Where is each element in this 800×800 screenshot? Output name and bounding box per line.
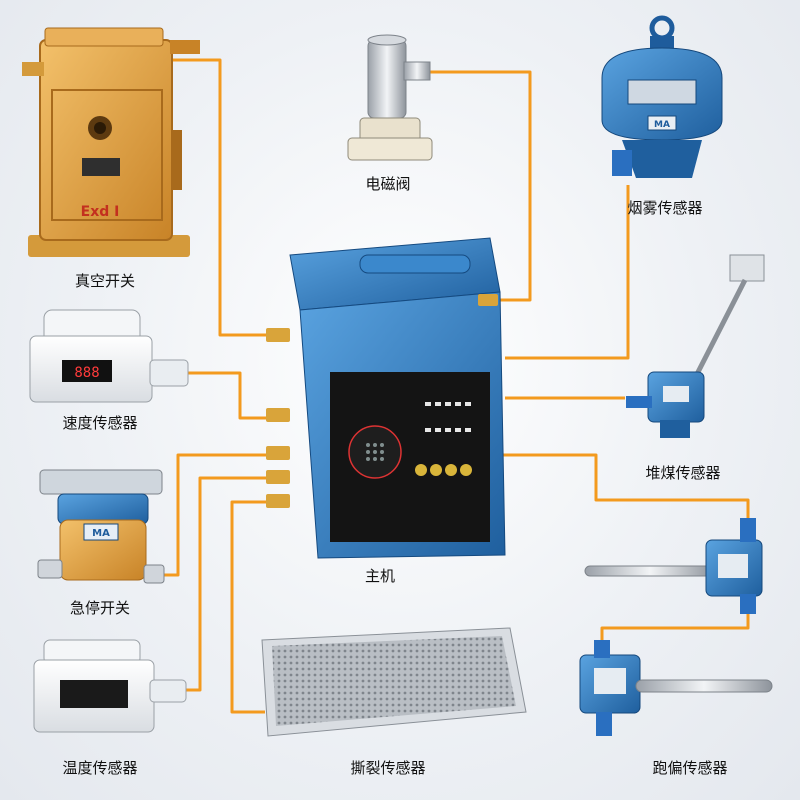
wire-dev2 (600, 612, 750, 645)
estop-ma-text: MA (92, 528, 110, 539)
deviation-sensor-1-device (584, 518, 763, 614)
wire-dev1 (500, 453, 750, 520)
coal-pile-sensor-device (626, 254, 765, 438)
temperature-sensor-device (33, 639, 187, 733)
label-solenoid-valve: 电磁阀 (365, 175, 411, 193)
wire-temp (185, 476, 280, 692)
speed-display-text: 888 (74, 365, 99, 381)
wire-valve (430, 70, 532, 302)
label-emergency-stop: 急停开关 (69, 599, 131, 617)
vacuum-switch-device: Exd I (22, 27, 200, 257)
speed-sensor-device: 888 (29, 309, 189, 403)
emergency-stop-device: MA (37, 469, 165, 584)
label-temperature-sensor: 温度传感器 (62, 759, 138, 777)
label-smoke-sensor: 烟雾传感器 (627, 199, 703, 217)
label-tear-sensor: 撕裂传感器 (350, 759, 426, 777)
wire-estop (160, 453, 280, 577)
label-speed-sensor: 速度传感器 (62, 414, 138, 432)
label-vacuum-switch: 真空开关 (74, 272, 136, 290)
label-deviation-sensor: 跑偏传感器 (652, 759, 728, 777)
label-coal-pile-sensor: 堆煤传感器 (645, 464, 721, 482)
smoke-sensor-device: MA (601, 15, 723, 178)
vacuum-plate-text: Exd I (81, 204, 120, 220)
wire-vacuum (130, 58, 285, 337)
tear-sensor-device (261, 627, 527, 737)
solenoid-valve-device (347, 34, 433, 161)
wire-smoke (505, 185, 630, 360)
wires (130, 58, 750, 714)
wire-speed (188, 371, 285, 420)
smoke-ma-text: MA (654, 120, 670, 130)
label-host: 主机 (364, 567, 396, 585)
host-device (266, 237, 506, 559)
deviation-sensor-2-device (579, 640, 773, 736)
wire-tear (230, 500, 280, 714)
